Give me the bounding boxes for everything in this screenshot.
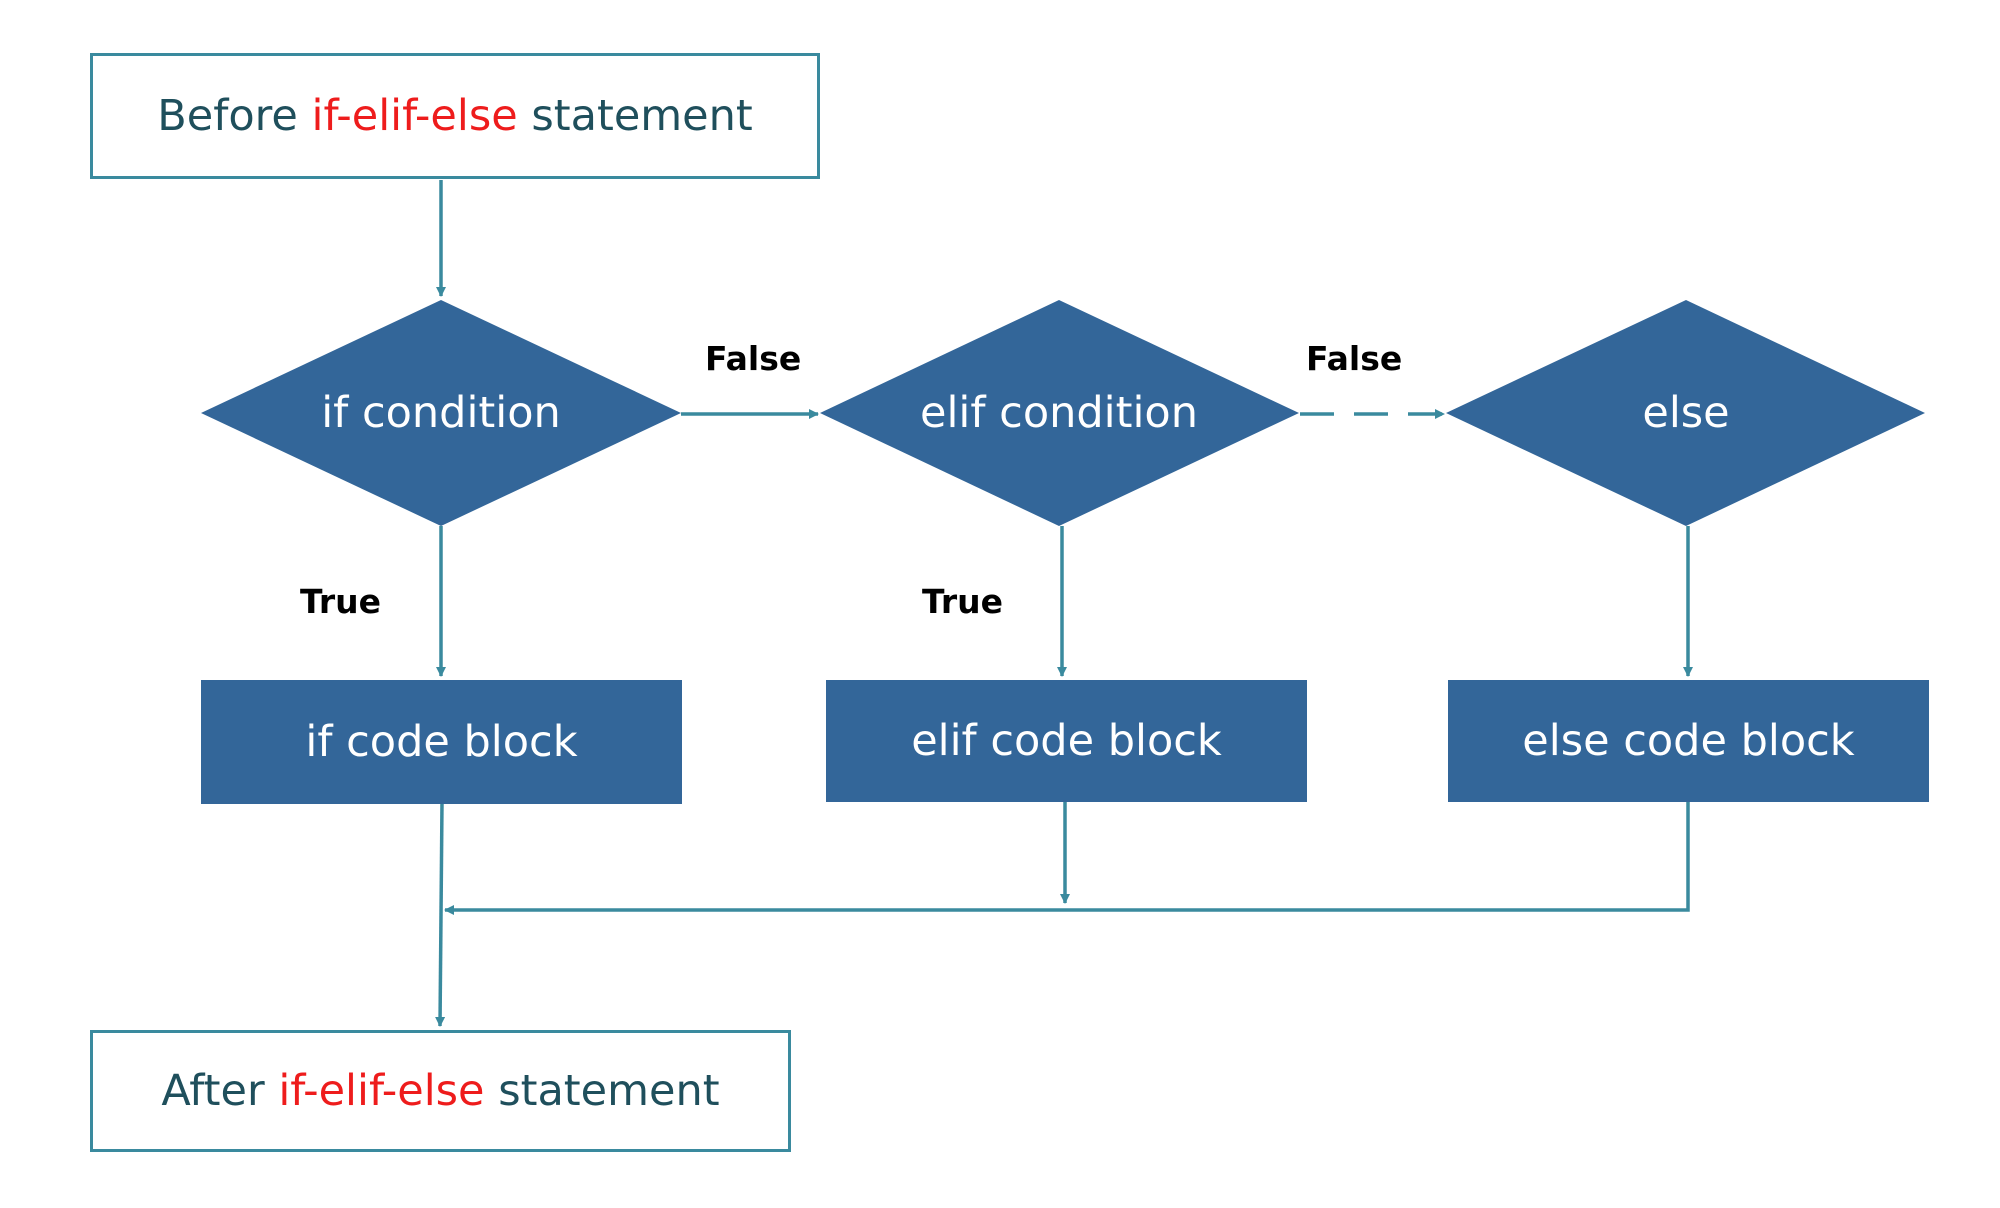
start-suffix: statement xyxy=(531,91,753,141)
if-false-label: False xyxy=(705,339,802,378)
end-prefix: After xyxy=(161,1066,265,1116)
start-prefix: Before xyxy=(157,91,298,141)
else-diamond xyxy=(1446,300,1925,526)
elif-condition-label: elif condition xyxy=(920,388,1198,438)
if-code-block: if code block xyxy=(201,680,682,804)
if-condition-diamond xyxy=(201,300,681,526)
arrow-else-block-merge xyxy=(444,802,1690,915)
else-label: else xyxy=(1642,388,1730,438)
end-terminal: After if-elif-else statement xyxy=(90,1030,791,1152)
arrow-if-block-to-end xyxy=(435,802,446,1027)
else-code-block: else code block xyxy=(1448,680,1929,802)
end-keyword: if-elif-else xyxy=(278,1066,485,1116)
if-condition-label: if condition xyxy=(321,388,561,438)
start-terminal: Before if-elif-else statement xyxy=(90,53,820,179)
end-suffix: statement xyxy=(498,1066,720,1116)
elif-code-block: elif code block xyxy=(826,680,1307,802)
elif-condition-diamond xyxy=(820,300,1299,526)
elif-false-label: False xyxy=(1306,339,1403,378)
elif-true-label: True xyxy=(922,582,1004,621)
start-keyword: if-elif-else xyxy=(311,91,518,141)
if-true-label: True xyxy=(300,582,382,621)
